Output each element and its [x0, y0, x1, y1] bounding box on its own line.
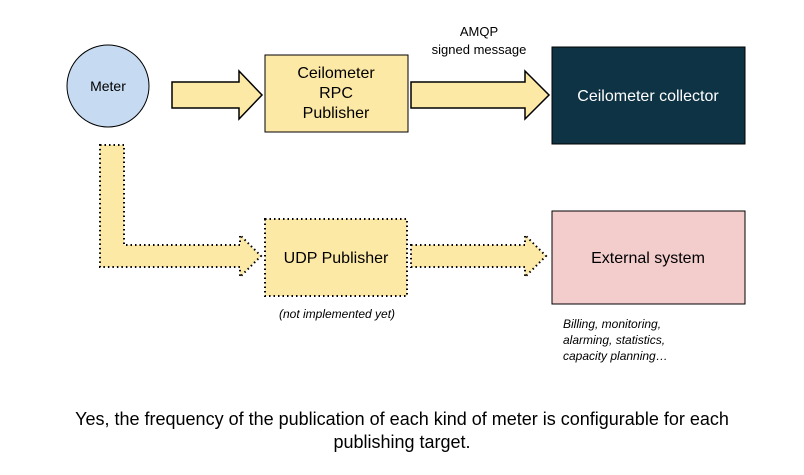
caption-line2: publishing target. [333, 432, 471, 452]
rpc-publisher-label-line1: Ceilometer [297, 65, 375, 82]
amqp-label-line1: AMQP [460, 24, 498, 39]
external-system-node: External system [551, 210, 746, 305]
collector-label: Ceilometer collector [577, 88, 719, 105]
udp-publisher-note: (not implemented yet) [278, 307, 396, 321]
caption-line1: Yes, the frequency of the publication of… [75, 409, 729, 429]
external-note-line: capacity planning… [563, 349, 668, 363]
udp-publisher-label: UDP Publisher [284, 250, 389, 267]
collector-node: Ceilometer collector [551, 46, 746, 145]
rpc-publisher-node: Ceilometer RPC Publisher [264, 54, 409, 133]
rpc-publisher-label-line2: RPC [319, 85, 353, 102]
amqp-label-line2: signed message [432, 42, 527, 57]
arrow-udp-to-external [410, 232, 548, 280]
external-note-line: alarming, statistics, [563, 333, 666, 347]
slide-caption: Yes, the frequency of the publication of… [20, 408, 784, 454]
rpc-publisher-label-line3: Publisher [303, 105, 370, 122]
meter-label: Meter [90, 78, 126, 94]
external-system-label: External system [591, 250, 705, 267]
meter-node: Meter [66, 44, 150, 128]
udp-publisher-node: UDP Publisher [264, 218, 408, 297]
external-system-note: Billing, monitoring, alarming, statistic… [563, 316, 763, 364]
arrow-meter-to-rpc [171, 69, 264, 121]
arrow-rpc-to-collector [410, 69, 551, 121]
external-note-line: Billing, monitoring, [563, 317, 662, 331]
arrow-meter-to-udp [99, 144, 263, 280]
